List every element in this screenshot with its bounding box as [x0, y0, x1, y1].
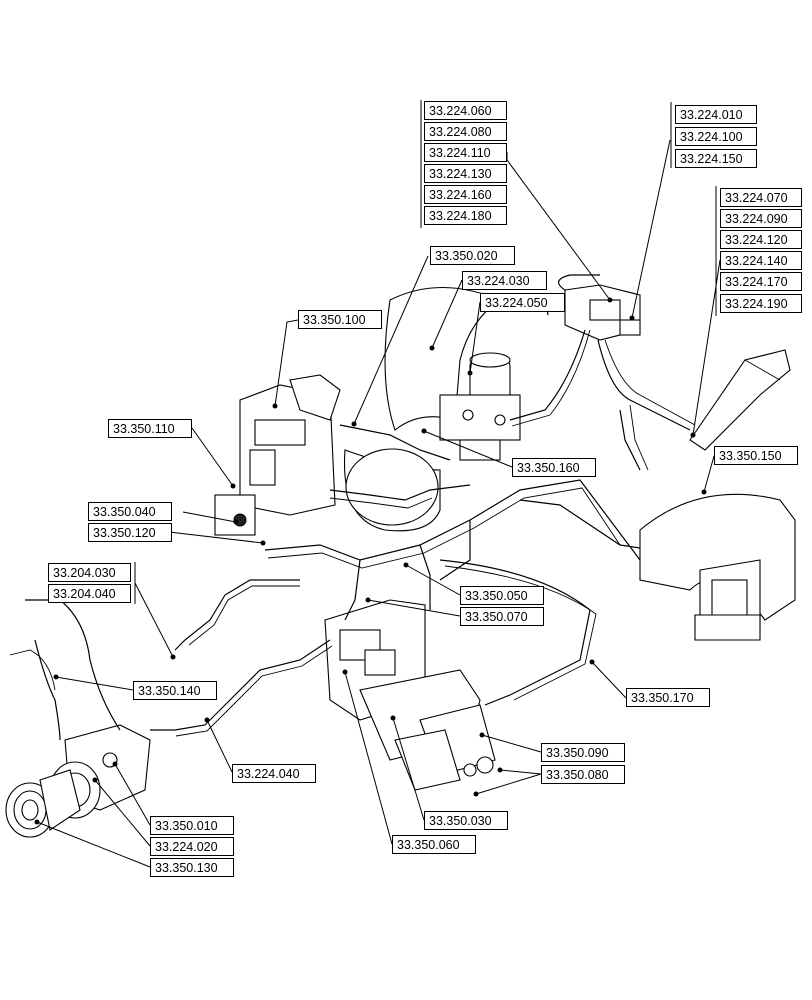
callout-33-224-030[interactable]: 33.224.030 — [462, 271, 547, 290]
callout-33-224-040[interactable]: 33.224.040 — [232, 764, 316, 783]
callout-33-350-150[interactable]: 33.350.150 — [714, 446, 798, 465]
callout-33-350-060[interactable]: 33.350.060 — [392, 835, 476, 854]
callout-33-224-050[interactable]: 33.224.050 — [480, 293, 565, 312]
callout-33-350-010[interactable]: 33.350.010 — [150, 816, 234, 835]
callout-33-224-170[interactable]: 33.224.170 — [720, 272, 802, 291]
pump-assembly — [5, 724, 151, 838]
callout-33-350-120[interactable]: 33.350.120 — [88, 523, 172, 542]
callout-33-350-040[interactable]: 33.350.040 — [88, 502, 172, 521]
callout-33-224-060[interactable]: 33.224.060 — [424, 101, 507, 120]
callout-33-350-140[interactable]: 33.350.140 — [133, 681, 217, 700]
callout-33-224-130[interactable]: 33.224.130 — [424, 164, 507, 183]
callout-33-224-160[interactable]: 33.224.160 — [424, 185, 507, 204]
top-valve-block — [546, 274, 641, 341]
callout-33-224-140[interactable]: 33.224.140 — [720, 251, 802, 270]
callout-33-204-030[interactable]: 33.204.030 — [48, 563, 131, 582]
callout-33-224-100[interactable]: 33.224.100 — [675, 127, 757, 146]
callout-33-224-020[interactable]: 33.224.020 — [150, 837, 234, 856]
callout-33-224-120[interactable]: 33.224.120 — [720, 230, 802, 249]
callout-33-224-190[interactable]: 33.224.190 — [720, 294, 802, 313]
callout-33-350-160[interactable]: 33.350.160 — [512, 458, 596, 477]
callout-33-350-070[interactable]: 33.350.070 — [460, 607, 544, 626]
callout-33-350-110[interactable]: 33.350.110 — [108, 419, 192, 438]
pipe-network — [9, 329, 696, 741]
callout-33-224-080[interactable]: 33.224.080 — [424, 122, 507, 141]
callout-33-350-090[interactable]: 33.350.090 — [541, 743, 625, 762]
right-fender — [639, 493, 796, 641]
callout-33-204-040[interactable]: 33.204.040 — [48, 584, 131, 603]
left-fender — [343, 287, 502, 532]
callout-33-224-070[interactable]: 33.224.070 — [720, 188, 802, 207]
callout-33-224-010[interactable]: 33.224.010 — [675, 105, 757, 124]
callout-33-350-030[interactable]: 33.350.030 — [424, 811, 508, 830]
leader-lines — [34, 100, 721, 868]
callout-33-350-130[interactable]: 33.350.130 — [150, 858, 234, 877]
callout-33-224-090[interactable]: 33.224.090 — [720, 209, 802, 228]
callout-33-224-150[interactable]: 33.224.150 — [675, 149, 757, 168]
control-housing — [214, 374, 341, 536]
callout-33-224-180[interactable]: 33.224.180 — [424, 206, 507, 225]
callout-33-350-080[interactable]: 33.350.080 — [541, 765, 625, 784]
callout-33-350-170[interactable]: 33.350.170 — [626, 688, 710, 707]
callout-33-350-050[interactable]: 33.350.050 — [460, 586, 544, 605]
callout-33-224-110[interactable]: 33.224.110 — [424, 143, 507, 162]
right-bracket-arm — [689, 349, 791, 451]
central-valve-stack — [324, 599, 496, 791]
callout-33-350-100[interactable]: 33.350.100 — [298, 310, 382, 329]
callout-33-350-020[interactable]: 33.350.020 — [430, 246, 515, 265]
